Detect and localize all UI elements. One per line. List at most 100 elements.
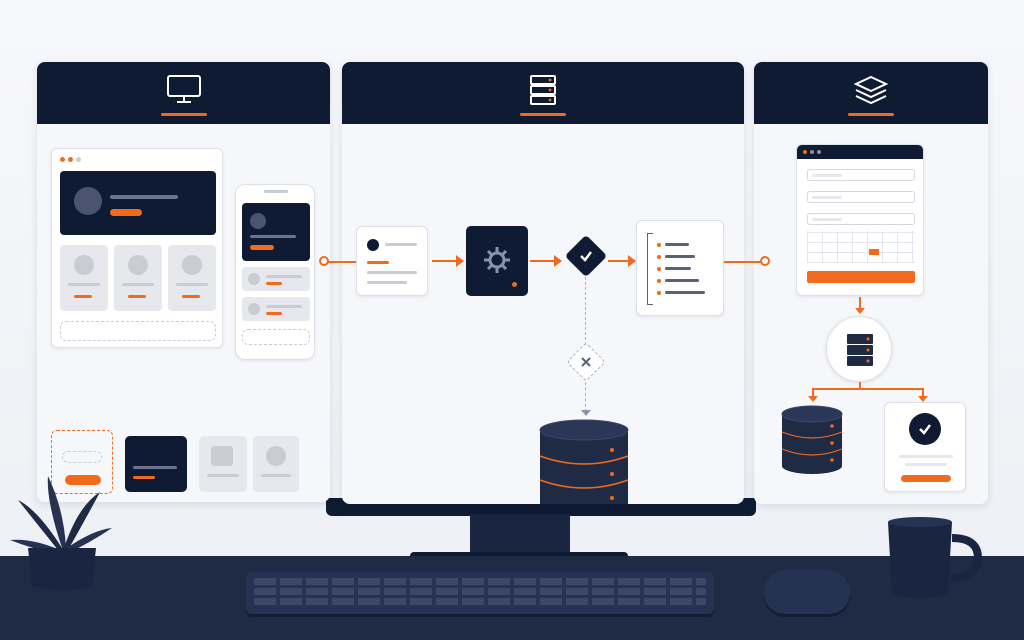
list-accent [266,312,282,315]
check-icon [919,424,931,435]
flow-arrow [432,260,458,262]
dashed-connector [585,382,586,412]
success-text [905,463,947,466]
server-node [826,316,892,382]
form-select[interactable] [807,191,915,203]
database-icon [539,419,629,504]
header-accent-underline [848,113,894,116]
phone-button [250,245,274,250]
phone-placeholder [242,329,310,345]
submit-button[interactable] [807,271,915,283]
phone-notch [264,190,288,193]
feature-text [176,283,208,286]
ui-components-panel [37,62,330,502]
connector-right [724,261,764,263]
panel-body [37,124,330,502]
success-card [884,402,966,492]
feature-icon [128,255,148,275]
keyboard-row [254,578,706,585]
list-icon [248,273,260,285]
bracket [647,233,653,305]
feature-accent [74,295,92,298]
flow-line [859,382,861,390]
panel-header [754,62,988,124]
window-dot [76,157,81,162]
arrow-head-icon [554,255,562,267]
flow-arrow [530,260,556,262]
success-text [899,455,953,458]
list-line [665,279,699,282]
feature-card [114,245,162,311]
form-select[interactable] [807,213,915,225]
list-icon [248,303,260,315]
calendar-grid [807,231,915,263]
layers-icon [853,75,889,105]
close-icon [581,357,591,367]
processing-node [466,226,528,296]
connector-left [326,261,356,263]
list-line [665,243,689,246]
arrow-head-icon [456,255,464,267]
card-text [261,474,291,477]
output-panel [754,62,988,504]
form-card [796,144,924,296]
connector-node [760,256,770,266]
dark-card-component [125,436,187,492]
input-icon [367,239,379,251]
keyboard-row [254,588,706,595]
panel-body [342,124,744,504]
phone-list-item [242,267,310,291]
gear-icon [484,247,510,273]
flow-line [812,388,924,390]
window-dot [817,150,821,154]
arrow-down-icon [855,308,865,314]
list-line [665,291,705,294]
form-input[interactable] [807,169,915,181]
output-list-card [636,220,724,316]
phone-avatar [250,213,266,229]
arrow-down-icon [918,396,928,402]
light-card-component [199,436,247,492]
continue-button[interactable] [901,475,951,482]
coffee-mug-icon [888,517,983,598]
list-line [665,255,695,258]
list-text [266,275,302,278]
input-text [385,243,417,246]
header-accent-underline [520,113,566,116]
input-card [356,226,428,296]
monitor-icon [166,75,201,103]
bullet [657,291,661,295]
list-text [266,305,302,308]
connector-node [319,256,329,266]
feature-icon [74,255,94,275]
card-text [133,466,177,469]
phone-list-item [242,297,310,321]
arrow-head-icon [628,255,636,267]
mouse [764,570,850,614]
header-accent-underline [160,113,207,116]
dashed-component [51,430,113,494]
bullet [657,255,661,259]
form-titlebar [797,145,923,159]
calendar-selected-day[interactable] [869,249,879,255]
card-text [207,474,239,477]
feature-accent [128,295,146,298]
arrow-down-icon [581,410,591,416]
feature-text [122,283,154,286]
panel-body [754,124,988,504]
server-icon [847,334,873,366]
mobile-wireframe [235,184,315,360]
feature-text [68,283,100,286]
flow-line [922,388,924,398]
window-dot [810,150,814,154]
success-badge [909,413,941,445]
hero-avatar [74,187,102,215]
window-dot [68,157,73,162]
list-accent [266,282,282,285]
bullet [657,243,661,247]
feature-card [168,245,216,311]
keyboard-row [254,598,706,605]
server-icon [530,75,556,105]
arrow-down-icon [808,396,818,402]
feature-accent [182,295,200,298]
